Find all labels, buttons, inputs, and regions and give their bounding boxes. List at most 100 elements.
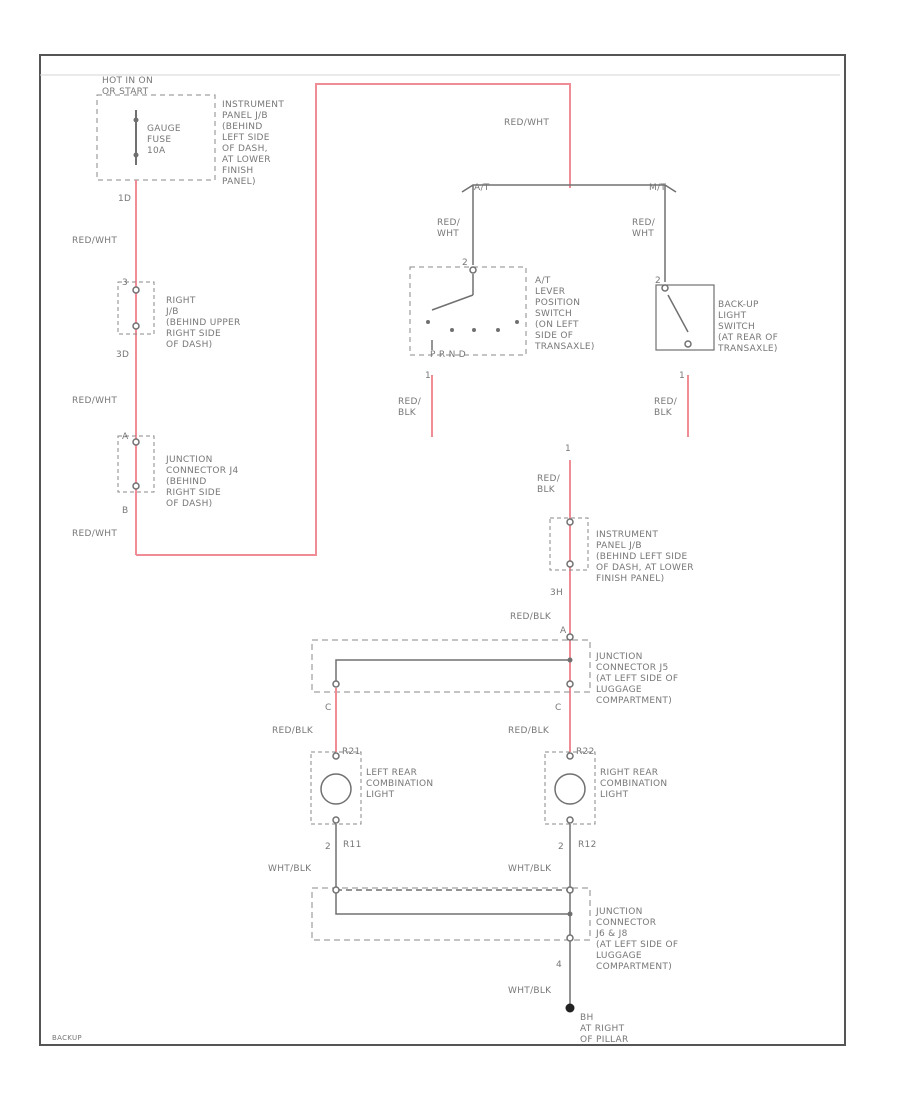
jc-j4-box: [117, 435, 155, 493]
pin-mt-top: 2: [655, 276, 662, 286]
jc-j5-label: JUNCTION CONNECTOR J5 (AT LEFT SIDE OF L…: [596, 652, 679, 706]
wire-label-red-blk-at: RED/ BLK: [398, 397, 422, 418]
wire-label-wht-blk-bottom: WHT/BLK: [508, 986, 552, 996]
wire-label-red-wht-2: RED/WHT: [72, 396, 118, 406]
ip-jb-mid-node-bottom: [566, 560, 574, 568]
wire-red-wht-loop: [136, 83, 571, 556]
backup-switch-label: BACK-UP LIGHT SWITCH (AT REAR OF TRANSAX…: [718, 300, 779, 354]
jc-j8-bus: [335, 893, 570, 915]
mt-node-top: [661, 284, 669, 292]
jc-j5-node-a: [566, 633, 574, 641]
wire-label-red-wht-3: RED/WHT: [72, 529, 118, 539]
jc-j8-node-left: [332, 886, 340, 894]
mt-branch-label: M/T: [649, 183, 667, 193]
r12-label: R12: [578, 840, 597, 850]
figure-id: BACKUP: [52, 1034, 82, 1042]
pin-3-right-jb: 3: [122, 278, 129, 288]
jc-j5-junction: [567, 657, 573, 663]
pin-a-j5: A: [560, 626, 567, 636]
wire-label-red-wht-top: RED/WHT: [504, 118, 550, 128]
wire-label-red-wht-1: RED/WHT: [72, 236, 118, 246]
at-contact-r: [450, 328, 454, 332]
mt-node-bottom: [684, 340, 692, 348]
branch-at-mt: [461, 184, 677, 193]
backup-switch-box: [655, 284, 715, 351]
jc-j8-node-bottom: [566, 934, 574, 942]
right-light-label: RIGHT REAR COMBINATION LIGHT: [600, 768, 668, 800]
jc-j4-node-bottom: [132, 482, 140, 490]
jc-j4-node-top: [132, 438, 140, 446]
right-lamp-pin-top: [566, 752, 574, 760]
at-contact-d: [496, 328, 500, 332]
ip-jb-top-box: [96, 94, 216, 181]
wire-label-red-blk-mt: RED/ BLK: [654, 397, 678, 418]
pin-b-j4: B: [122, 506, 129, 516]
r11-label: R11: [343, 840, 362, 850]
diagram-border: [39, 54, 846, 1046]
r21-label: R21: [342, 747, 361, 757]
pin-mt-bottom: 1: [679, 371, 686, 381]
right-jb-box: [117, 281, 155, 335]
mt-switch-arm: [667, 294, 689, 333]
jc-j5-node-c-right: [566, 680, 574, 688]
pin-at-bottom: 1: [425, 371, 432, 381]
jc-j5-node-c-left: [332, 680, 340, 688]
pin-a-j4: A: [122, 432, 129, 442]
pin-1d: 1D: [118, 194, 132, 204]
jc-j4-label: JUNCTION CONNECTOR J4 (BEHIND RIGHT SIDE…: [166, 455, 239, 509]
pin-3h: 3H: [550, 588, 564, 598]
wire-label-red-wht-at: RED/ WHT: [437, 218, 461, 239]
fuse-node-top: [133, 117, 139, 123]
jc-j8-junction: [567, 911, 573, 917]
jc-j5-box: [311, 639, 591, 693]
jc-j8-label: JUNCTION CONNECTOR J6 & J8 (AT LEFT SIDE…: [596, 907, 679, 972]
pin-2-right: 2: [558, 842, 565, 852]
wire-label-red-blk-mid: RED/ BLK: [537, 474, 561, 495]
pin-c-left: C: [325, 703, 332, 713]
wire-label-wht-blk-right: WHT/BLK: [508, 864, 552, 874]
ip-jb-top-label: INSTRUMENT PANEL J/B (BEHIND LEFT SIDE O…: [222, 100, 285, 187]
at-contact-2: [515, 320, 519, 324]
pin-3d: 3D: [116, 350, 130, 360]
jc-j5-bus: [335, 659, 570, 684]
wire-label-red-blk-right: RED/BLK: [508, 726, 550, 736]
ground-label: BH AT RIGHT OF PILLAR: [580, 1013, 629, 1045]
at-contact-n: [472, 328, 476, 332]
at-branch-label: A/T: [474, 183, 490, 193]
right-lamp-bulb: [554, 773, 586, 805]
at-pin-row: P R N D: [430, 350, 467, 360]
pin-4: 4: [556, 960, 563, 970]
pin-2-left: 2: [325, 842, 332, 852]
at-switch-arm: [431, 294, 474, 311]
ip-jb-mid-box: [549, 517, 589, 571]
r22-label: R22: [576, 747, 595, 757]
right-lamp-pin-bottom: [566, 816, 574, 824]
jc-j8-node-right: [566, 886, 574, 894]
right-jb-label: RIGHT J/B (BEHIND UPPER RIGHT SIDE OF DA…: [166, 296, 241, 350]
at-switch-box: [409, 266, 527, 356]
wire-label-red-blk-j5: RED/BLK: [510, 612, 552, 622]
right-jb-node-bottom: [132, 322, 140, 330]
at-switch-node-top: [469, 266, 477, 274]
hot-in-on-label: HOT IN ON OR START: [102, 76, 153, 97]
wire-label-wht-blk-left: WHT/BLK: [268, 864, 312, 874]
at-contact-p: [426, 320, 430, 324]
ip-jb-mid-label: INSTRUMENT PANEL J/B (BEHIND LEFT SIDE O…: [596, 530, 694, 584]
right-jb-node-top: [132, 286, 140, 294]
left-lamp-bulb: [320, 773, 352, 805]
wire-label-red-blk-left: RED/BLK: [272, 726, 314, 736]
pin-at-top: 2: [462, 258, 469, 268]
wire-label-red-wht-mt: RED/ WHT: [632, 218, 656, 239]
left-lamp-pin-bottom: [332, 816, 340, 824]
at-switch-label: A/T LEVER POSITION SWITCH (ON LEFT SIDE …: [535, 276, 595, 352]
ground-point: [565, 1003, 575, 1013]
left-lamp-pin-top: [332, 752, 340, 760]
left-light-label: LEFT REAR COMBINATION LIGHT: [366, 768, 434, 800]
pin-c-right: C: [555, 703, 562, 713]
pin-1-ip: 1: [565, 444, 572, 454]
fuse-node-bottom: [133, 152, 139, 158]
ip-jb-mid-node-top: [566, 518, 574, 526]
jc-j8-box: [311, 887, 591, 941]
gauge-fuse-label: GAUGE FUSE 10A: [147, 124, 181, 156]
